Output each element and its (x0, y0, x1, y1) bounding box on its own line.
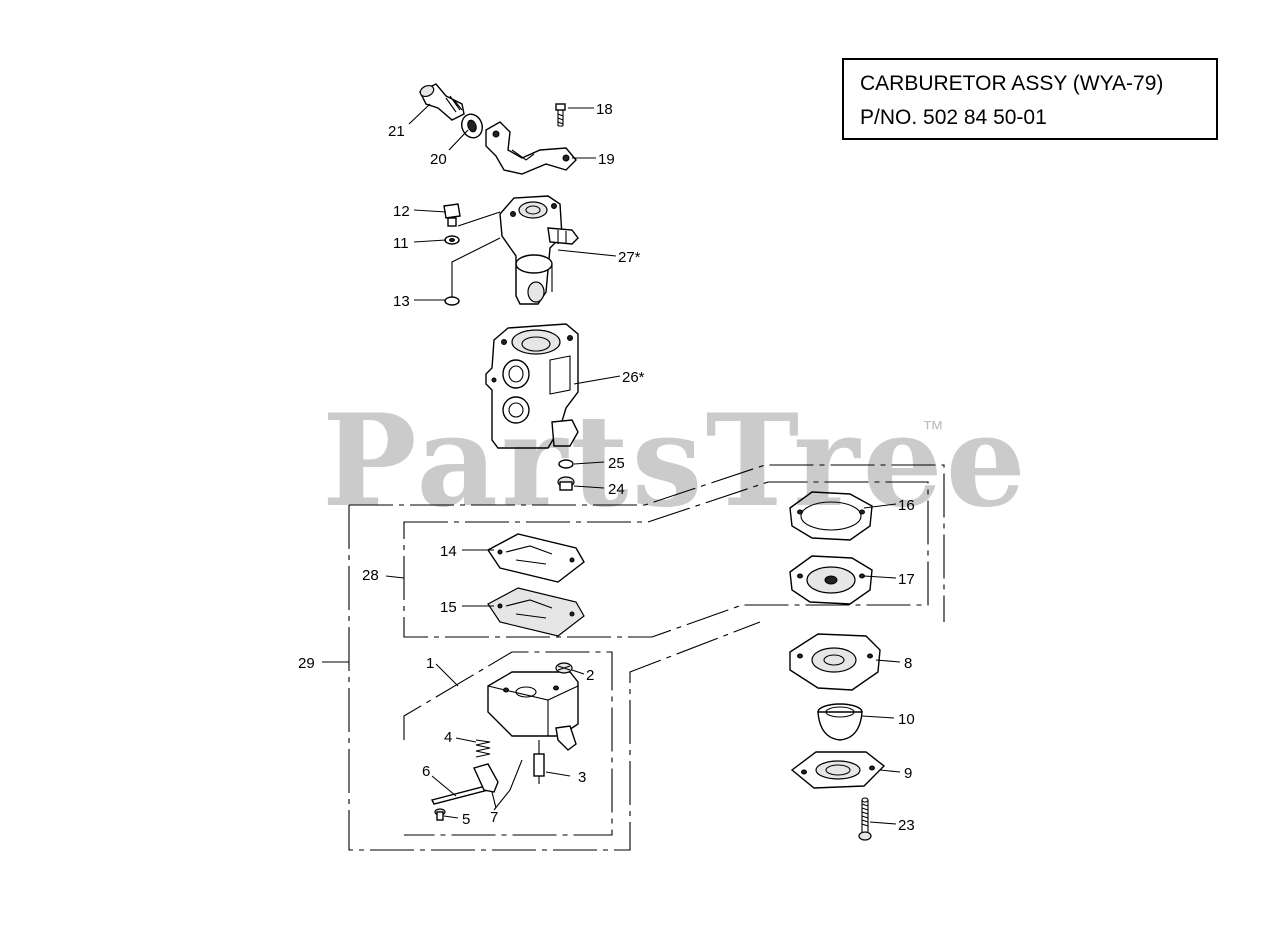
callout-11: 11 (393, 235, 409, 252)
callout-1: 1 (426, 655, 434, 672)
part-1-metering-body (487, 671, 579, 751)
callout-23: 23 (898, 817, 915, 834)
callout-26: 26* (622, 369, 645, 386)
part-2-screen (555, 662, 573, 674)
callout-20: 20 (430, 151, 447, 168)
callout-13: 13 (393, 293, 410, 310)
callout-3: 3 (578, 769, 586, 786)
title-box: CARBURETOR ASSY (WYA-79) P/NO. 502 84 50… (842, 58, 1218, 140)
leader-lines (322, 103, 901, 825)
part-18-screw (555, 103, 566, 127)
callout-25: 25 (608, 455, 625, 472)
callout-14: 14 (440, 543, 457, 560)
leader-12-to-27 (457, 211, 501, 227)
callout-4: 4 (444, 729, 452, 746)
callout-labels: 21 20 18 19 12 11 27* 13 26* 25 24 16 14… (298, 101, 915, 834)
part-6-pin (430, 785, 490, 805)
part-5-screw (434, 808, 446, 821)
callout-17: 17 (898, 571, 915, 588)
callout-16: 16 (898, 497, 915, 514)
part-number: P/NO. 502 84 50-01 (860, 106, 1047, 129)
part-26-carburetor-body (485, 323, 579, 449)
part-24-plug (557, 476, 575, 491)
callout-19: 19 (598, 151, 615, 168)
part-12-screw (443, 203, 461, 227)
part-16-gasket (789, 491, 873, 541)
part-25-o-ring (558, 459, 574, 469)
callout-5: 5 (462, 811, 470, 828)
part-15-pump-diaphragm (487, 587, 585, 637)
part-13-clip (444, 237, 501, 306)
part-17-diaphragm (789, 555, 873, 605)
part-11-washer (444, 235, 460, 245)
callout-7: 7 (490, 809, 498, 826)
callout-27: 27* (618, 249, 641, 266)
kit-outline-28 (403, 481, 929, 638)
part-8-cover-assy (789, 633, 881, 691)
callout-12: 12 (393, 203, 410, 220)
kit-outline-1 (403, 651, 613, 836)
part-23-screw (858, 797, 872, 841)
callout-8: 8 (904, 655, 912, 672)
callout-15: 15 (440, 599, 457, 616)
callout-24: 24 (608, 481, 625, 498)
part-10-primer-bulb (817, 703, 863, 741)
part-14-pump-gasket (486, 533, 585, 583)
assembly-title: CARBURETOR ASSY (WYA-79) (860, 72, 1164, 95)
part-7-lever (473, 763, 499, 793)
callout-29: 29 (298, 655, 315, 672)
part-19-bracket (485, 121, 577, 175)
part-21-fitting (419, 83, 465, 121)
callout-9: 9 (904, 765, 912, 782)
callout-18: 18 (596, 101, 613, 118)
part-4-spring (475, 739, 491, 758)
kit-outline-29 (348, 464, 945, 851)
callout-28: 28 (362, 567, 379, 584)
part-27-throttle-body (499, 195, 579, 305)
callout-21: 21 (388, 123, 405, 140)
callout-2: 2 (586, 667, 594, 684)
part-3-needle (493, 740, 545, 811)
part-9-retainer (790, 751, 886, 789)
callout-10: 10 (898, 711, 915, 728)
callout-6: 6 (422, 763, 430, 780)
